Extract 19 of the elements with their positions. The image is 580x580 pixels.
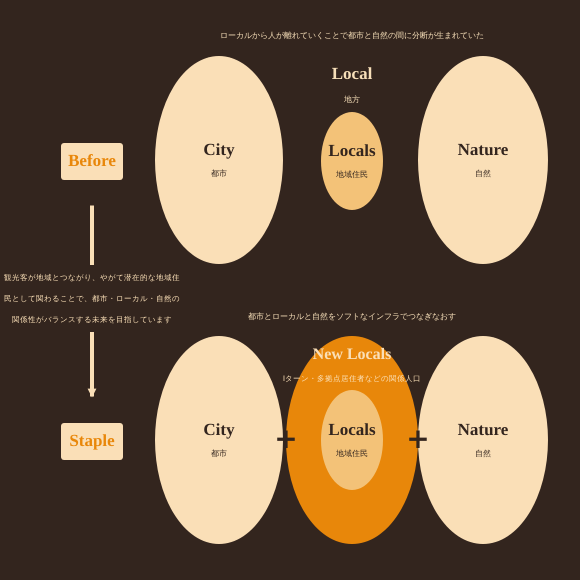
ellipse-heading: City xyxy=(203,421,235,440)
ellipse-heading: Locals xyxy=(328,142,376,161)
ellipse-heading: Nature xyxy=(458,141,508,160)
ellipse-heading: Locals xyxy=(328,421,376,440)
caption: ローカルから人が離れていくことで都市と自然の間に分断が生まれていた xyxy=(220,30,484,41)
caption: 都市とローカルと自然をソフトなインフラでつなぎなおす xyxy=(248,311,456,322)
ellipse-subtitle: 都市 xyxy=(211,168,227,179)
stage-box: Before xyxy=(61,142,123,180)
section-heading: Local xyxy=(332,64,372,84)
stage-box: Staple xyxy=(61,422,123,460)
ellipse-heading: City xyxy=(203,141,235,160)
ellipse-subtitle: 地域住民 xyxy=(336,168,368,180)
ellipse-subtitle: 都市 xyxy=(211,448,227,459)
ellipse-subtitle: 地域住民 xyxy=(336,448,368,459)
ellipse-heading: New Locals xyxy=(312,346,392,364)
ellipse-subtitle: 自然 xyxy=(475,448,491,459)
section-subtitle: 地方 xyxy=(344,94,360,105)
ellipse-subtitle: 自然 xyxy=(475,168,491,179)
ellipse-heading: Nature xyxy=(458,421,508,440)
